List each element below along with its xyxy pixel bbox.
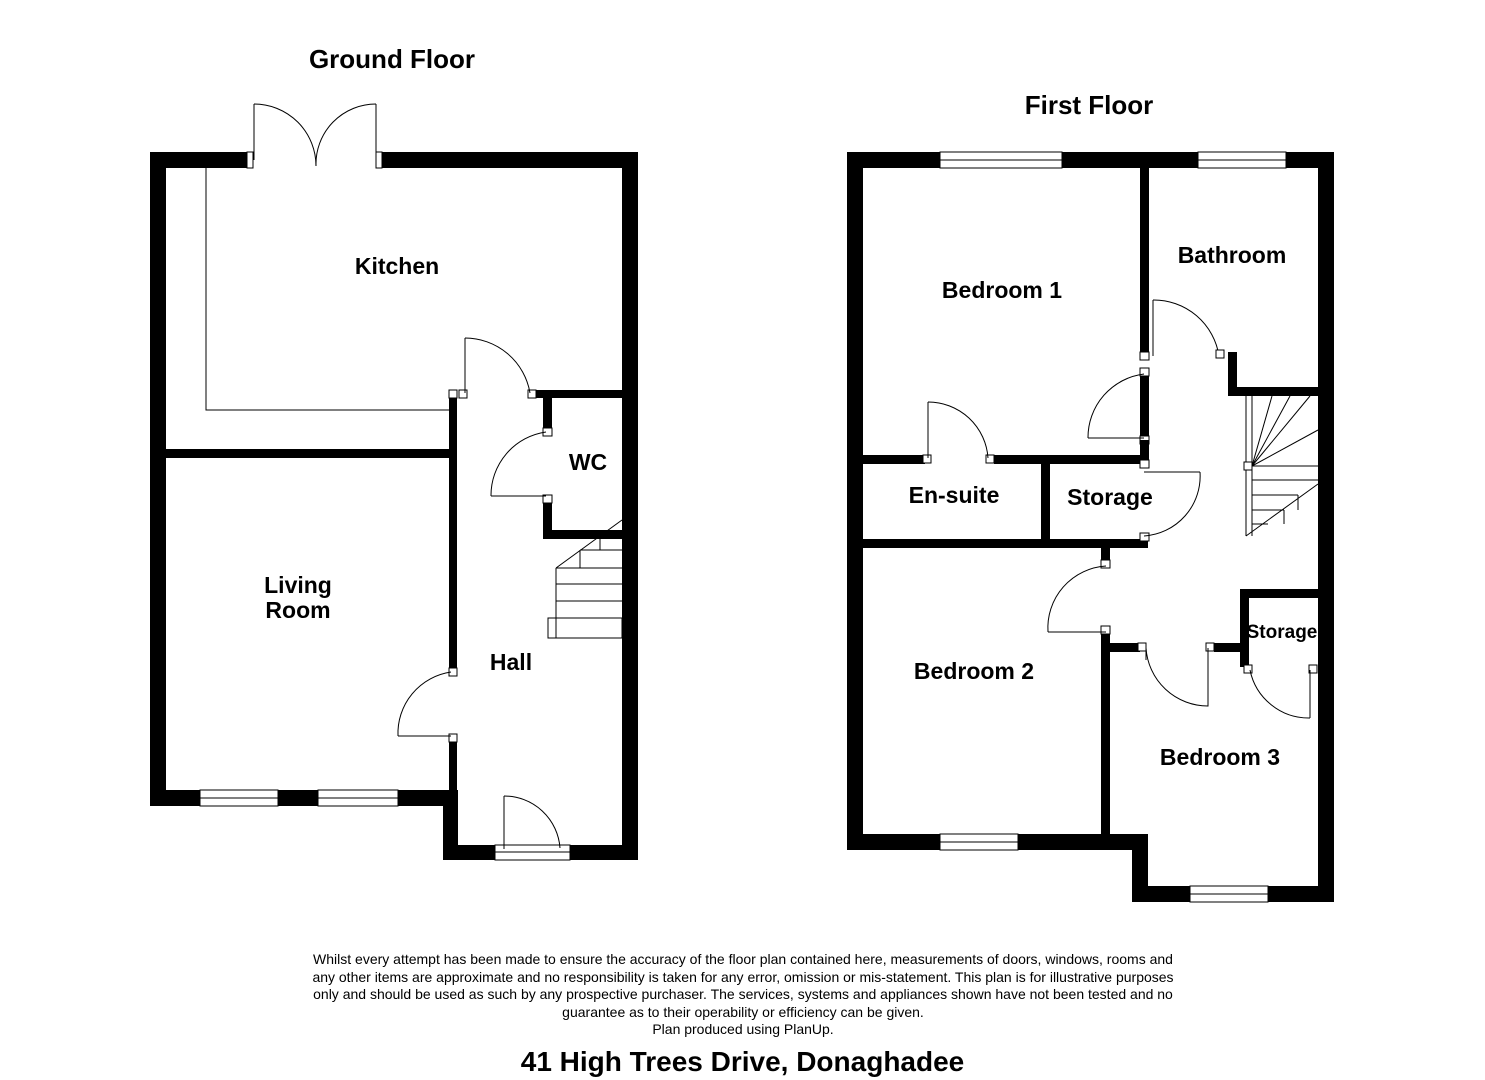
bedroom1-door <box>1087 373 1145 439</box>
storage2-label: Storage <box>1247 622 1318 643</box>
kitchen-label: Kitchen <box>355 253 439 279</box>
first-floor-stairs <box>1243 395 1319 537</box>
disclaimer: Whilst every attempt has been made to en… <box>262 951 1224 1039</box>
first-floor-outer-walls <box>847 152 1334 902</box>
wc-label: WC <box>569 449 607 475</box>
ground-floor-outer-walls <box>150 152 638 860</box>
disclaimer-line: any other items are approximate and no r… <box>312 968 1174 985</box>
ground-floor-title: Ground Floor <box>309 44 475 74</box>
kitchen-door <box>458 337 622 399</box>
bedroom3-walls <box>1110 642 1248 707</box>
disclaimer-line: Whilst every attempt has been made to en… <box>313 951 1173 967</box>
first-floor-windows <box>939 151 1287 903</box>
first-floor-title: First Floor <box>1025 90 1154 120</box>
kitchen-counter <box>205 168 450 411</box>
disclaimer-line: only and should be used as such by any p… <box>313 986 1173 1003</box>
bedroom2-walls <box>1047 548 1111 834</box>
living-room-label-line2: Room <box>265 597 330 623</box>
kitchen-french-doors <box>246 103 383 169</box>
living-room-door <box>397 671 452 737</box>
wc-walls <box>490 398 622 539</box>
hall-west-wall <box>448 389 458 796</box>
ground-floor-plan: Ground Floor <box>150 44 638 861</box>
disclaimer-line: Plan produced using PlanUp. <box>652 1021 834 1038</box>
bedroom3-label: Bedroom 3 <box>1160 744 1280 770</box>
ensuite-walls <box>863 401 1148 548</box>
storage2-walls <box>1240 589 1318 719</box>
hall-label: Hall <box>490 649 532 675</box>
bedroom1-label: Bedroom 1 <box>942 277 1062 303</box>
front-door <box>494 795 571 861</box>
storage-walls <box>1139 440 1201 542</box>
bedroom1-bathroom-wall <box>1139 168 1318 445</box>
property-address: 41 High Trees Drive, Donaghadee <box>520 1046 965 1077</box>
storage1-label: Storage <box>1067 484 1153 510</box>
first-floor-plan: First Floor <box>847 90 1334 903</box>
ground-floor-windows <box>199 789 399 807</box>
disclaimer-line: guarantee as to their operability or eff… <box>562 1003 924 1020</box>
hall-stairs <box>547 519 623 639</box>
kitchen-living-wall <box>166 449 456 458</box>
living-room-label-line1: Living <box>264 572 332 598</box>
bathroom-label: Bathroom <box>1178 242 1287 268</box>
ensuite-label: En-suite <box>909 482 1000 508</box>
bedroom2-label: Bedroom 2 <box>914 658 1034 684</box>
